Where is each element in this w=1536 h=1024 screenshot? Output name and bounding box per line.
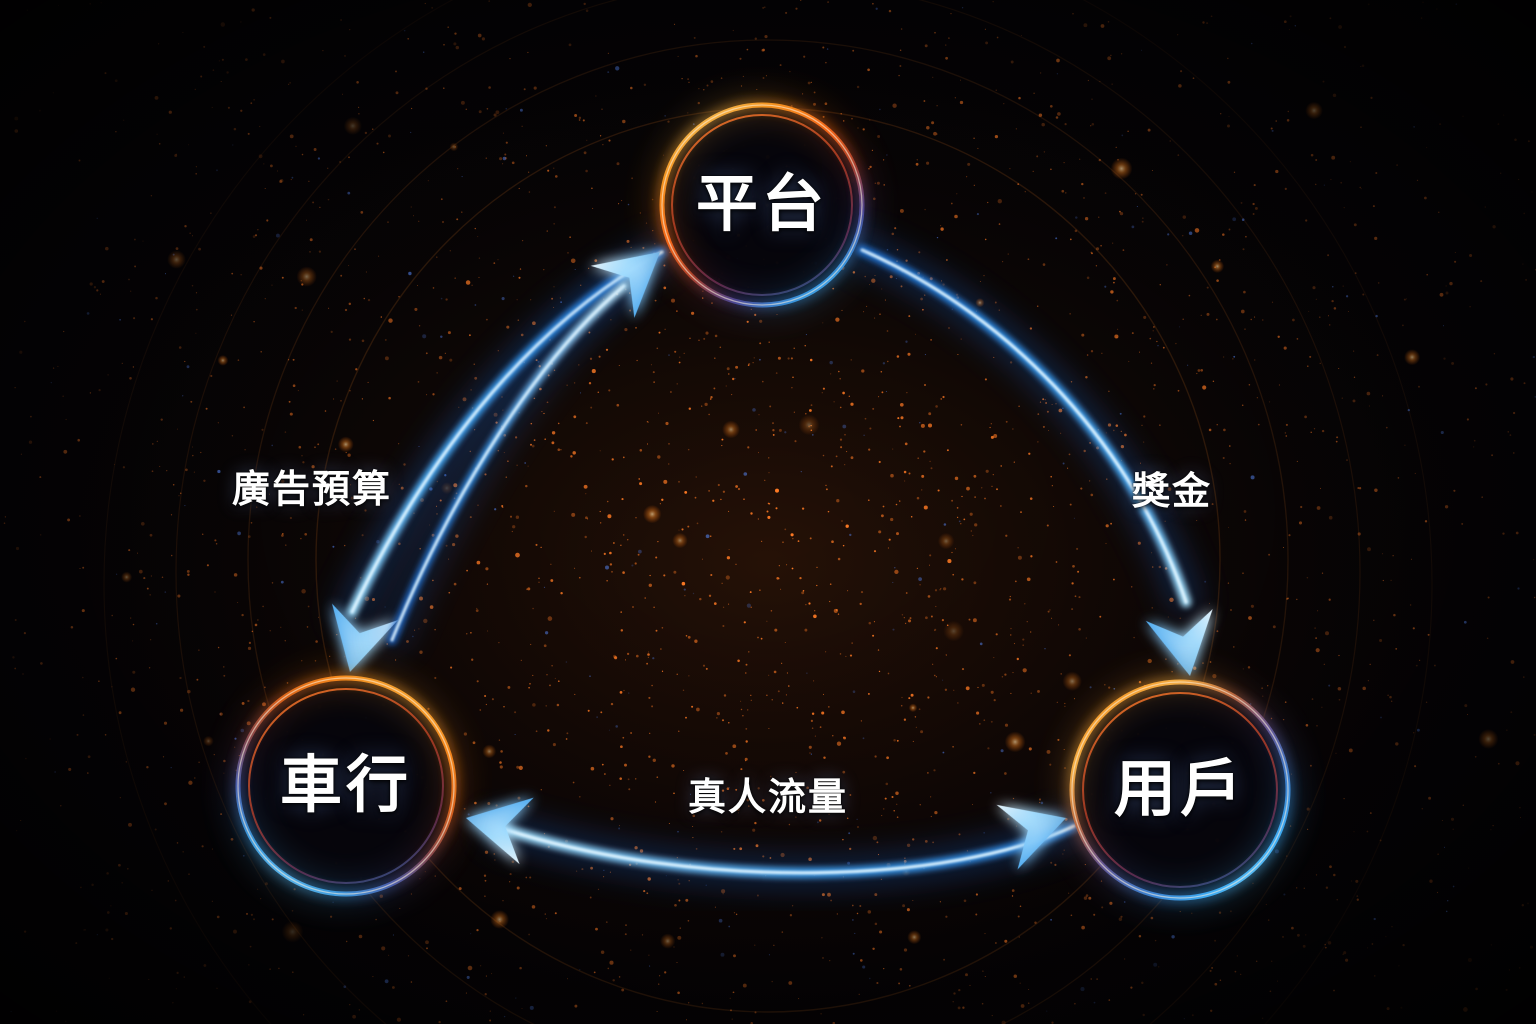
node-platform[interactable] <box>655 98 869 312</box>
edge-user-to-dealer <box>466 797 1087 886</box>
node-dealer[interactable] <box>231 671 461 901</box>
node-dealer-fill <box>238 678 454 894</box>
node-user-fill <box>1072 682 1288 898</box>
node-platform-fill <box>662 105 862 305</box>
edge-dealer-to-platform <box>380 252 660 652</box>
arrowhead-into-user-horizontal <box>996 804 1066 870</box>
arrowhead-into-dealer <box>332 603 398 672</box>
node-dealer-ring-hairline <box>237 677 455 895</box>
node-platform-inner-ring <box>671 114 853 296</box>
node-dealer-inner-ring <box>248 688 444 884</box>
node-user[interactable] <box>1065 675 1295 905</box>
arrowhead-into-user-vertical <box>1145 609 1213 676</box>
node-user-inner-ring <box>1082 692 1278 888</box>
arrowhead-into-dealer-horizontal <box>466 797 534 865</box>
arrowhead-into-platform <box>590 252 660 318</box>
edge-platform-to-user <box>849 237 1213 676</box>
node-platform-ring-hairline <box>661 104 863 306</box>
node-user-ring-hairline <box>1071 681 1289 899</box>
